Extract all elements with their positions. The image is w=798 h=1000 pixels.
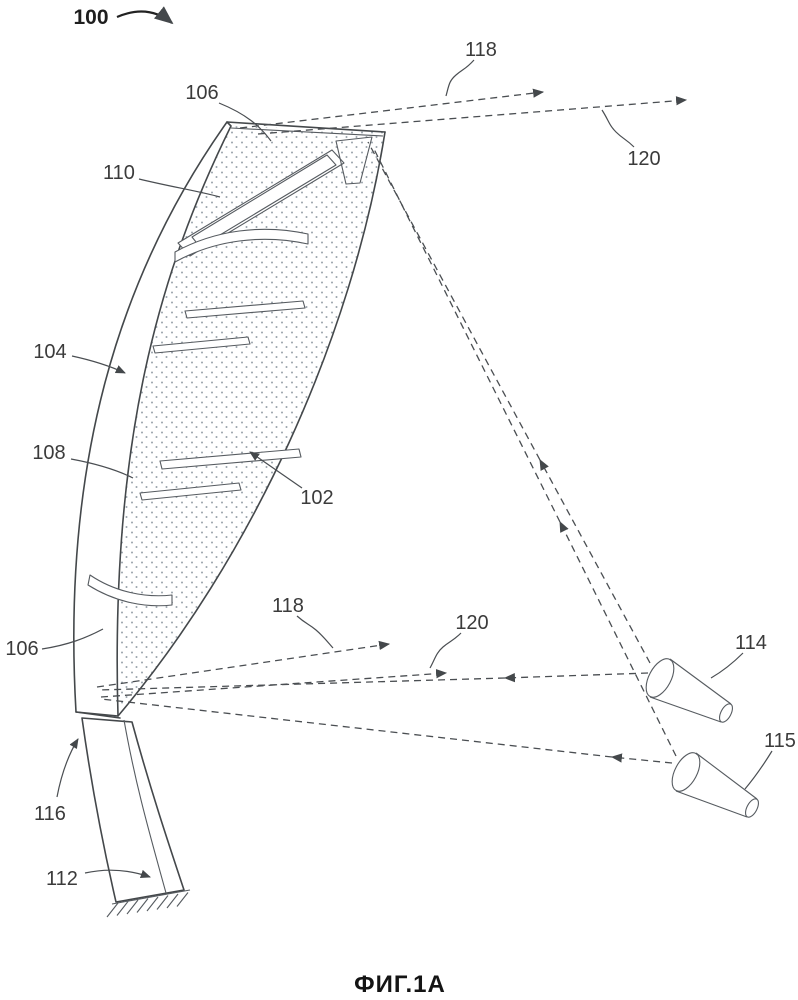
leader-106-bottom <box>41 628 104 650</box>
label-108: 108 <box>32 442 65 464</box>
projector-side <box>669 658 732 705</box>
leader-lines <box>41 6 773 879</box>
ray-top-out-118 <box>239 88 545 129</box>
label-120-top: 120 <box>627 148 660 170</box>
label-104: 104 <box>33 341 66 363</box>
leader-106-top <box>218 102 272 142</box>
waveguide-body <box>73 121 386 719</box>
ray-proj114-to-top-cont <box>367 141 541 461</box>
projector-tail <box>719 703 733 723</box>
label-116: 116 <box>34 803 66 825</box>
leader-120-top <box>601 109 635 148</box>
ray-proj115-to-corner <box>610 753 673 764</box>
projector-114 <box>645 658 733 723</box>
leader-102 <box>249 451 303 489</box>
label-106-top: 106 <box>185 82 218 104</box>
front-right-edge <box>117 131 386 717</box>
leader-114 <box>710 652 744 679</box>
leader-115 <box>744 750 773 790</box>
leader-108 <box>70 458 134 479</box>
projector-mouth <box>645 658 675 698</box>
projector-115 <box>671 752 759 818</box>
ground-hatch <box>106 889 191 918</box>
strip-fold-line <box>123 719 167 894</box>
leader-112 <box>84 869 151 879</box>
ray-bottom-out-118 <box>96 640 391 688</box>
label-112: 112 <box>46 868 78 890</box>
grating-curved-band <box>87 574 173 607</box>
leader-110 <box>138 178 221 198</box>
label-118-mid: 118 <box>272 595 304 617</box>
figure-caption: ФИГ.1А <box>354 971 446 998</box>
projector-side <box>695 752 758 800</box>
ray-top-out-120 <box>257 96 688 135</box>
incoupler-dark-prism <box>335 136 373 185</box>
projector-side <box>675 790 748 818</box>
incoupler-region <box>174 136 373 263</box>
projector-mouth <box>671 752 701 792</box>
light-rays <box>96 88 688 764</box>
mounting-strip <box>81 717 191 918</box>
projector-side <box>649 696 722 723</box>
grating-bars <box>87 300 306 607</box>
top-edge-outer <box>226 121 386 133</box>
label-118-top: 118 <box>465 39 497 61</box>
label-114: 114 <box>735 632 767 654</box>
label-115: 115 <box>764 730 796 752</box>
leader-118-mid <box>296 615 334 649</box>
label-110: 110 <box>103 162 135 184</box>
leader-116 <box>56 738 79 798</box>
grating-bar <box>139 482 242 501</box>
grating-bar <box>184 300 306 319</box>
ray-proj114-to-corner-cont <box>98 677 506 691</box>
ray-proj114-to-corner <box>503 672 649 683</box>
front-face-stippled <box>117 126 386 716</box>
bottom-corner-edge <box>75 711 121 719</box>
label-102: 102 <box>300 487 333 509</box>
label-100: 100 <box>73 6 108 29</box>
leader-120-mid <box>429 632 462 669</box>
ray-proj115-to-corner-cont <box>100 698 613 758</box>
label-106-bottom: 106 <box>5 638 38 660</box>
reference-labels: 100 106 110 104 108 102 106 116 112 118 … <box>5 6 796 890</box>
ray-proj115-to-top-cont <box>372 146 561 523</box>
projector-tail <box>745 798 759 818</box>
leader-118-top <box>445 59 475 97</box>
grating-bar <box>152 336 251 354</box>
incoupler-curved-ribbon <box>174 228 309 263</box>
top-edge-inner <box>230 127 384 137</box>
leader-100 <box>116 6 174 25</box>
strip-body <box>81 717 185 903</box>
leader-104 <box>71 355 126 374</box>
label-120-mid: 120 <box>455 612 488 634</box>
outer-rim <box>73 121 232 717</box>
ray-proj115-to-top <box>559 521 677 757</box>
ray-bottom-out-120 <box>100 669 448 698</box>
ray-proj114-to-top <box>539 459 651 664</box>
